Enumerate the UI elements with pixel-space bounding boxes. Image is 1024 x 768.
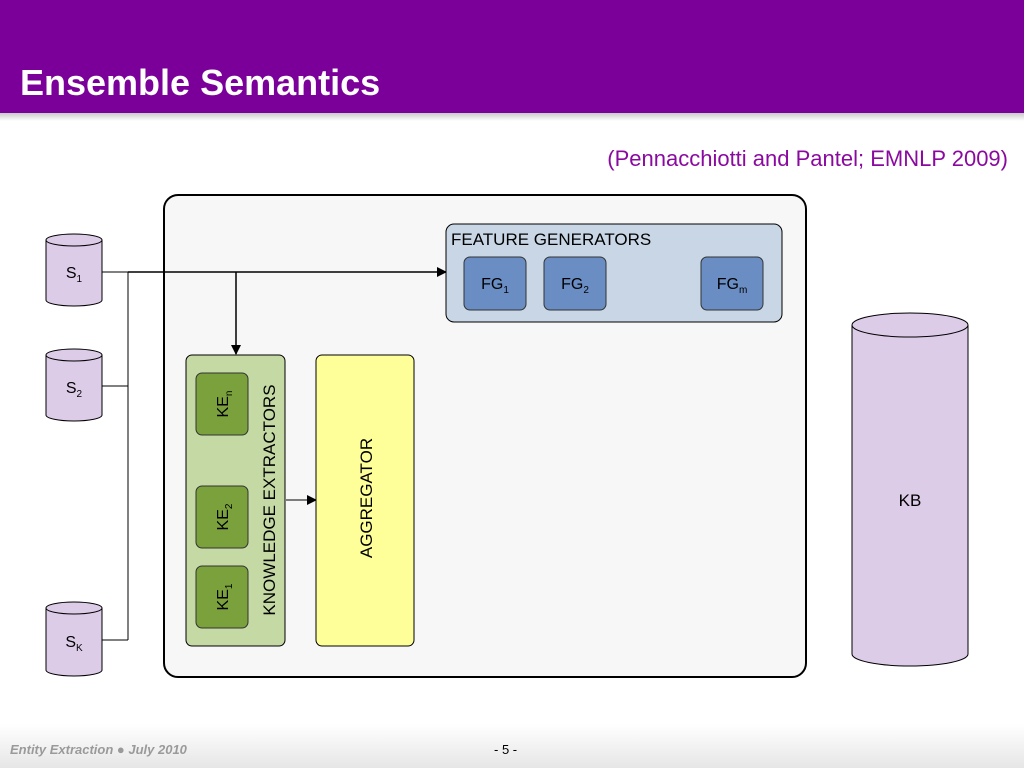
svg-text:KE2: KE2 — [215, 503, 235, 530]
knowledge-extractors-title: KNOWLEDGE EXTRACTORS — [260, 384, 279, 615]
slide-title: Ensemble Semantics — [20, 62, 381, 103]
source-connectors — [102, 271, 129, 641]
source-s1: S1 — [45, 233, 103, 307]
page-number: - 5 - — [494, 742, 518, 757]
svg-text:FG2: FG2 — [561, 276, 589, 296]
svg-text:KE1: KE1 — [215, 583, 235, 610]
fg-box-m: FGm — [700, 256, 764, 311]
aggregator-box: AGGREGATOR — [315, 354, 415, 647]
aggregator-label: AGGREGATOR — [357, 438, 376, 558]
kb-cylinder: KB — [851, 312, 969, 667]
fg-box-2: FG2 — [543, 256, 607, 311]
ke-box-n: KEn — [195, 372, 249, 436]
citation: (Pennacchiotti and Pantel; EMNLP 2009) — [607, 146, 1008, 171]
svg-text:KEn: KEn — [215, 391, 235, 418]
svg-text:FGm: FGm — [717, 276, 748, 296]
ke-box-1: KE1 — [195, 565, 249, 629]
feature-generators-panel: FEATURE GENERATORS FG1 FG2 FGm — [445, 223, 783, 323]
svg-text:FG1: FG1 — [481, 276, 509, 296]
feature-generators-title: FEATURE GENERATORS — [451, 230, 651, 249]
footer-text: Entity Extraction ● July 2010 — [10, 742, 187, 757]
source-label-s2: S2 — [66, 380, 83, 400]
knowledge-extractors-panel: KNOWLEDGE EXTRACTORS KEn KE2 KE1 — [185, 354, 286, 647]
source-s2: S2 — [45, 348, 103, 422]
source-label-sk: SK — [65, 634, 83, 654]
source-sk: SK — [45, 601, 103, 677]
footer-bar — [0, 724, 1024, 768]
header-bar — [0, 0, 1024, 113]
kb-label: KB — [899, 491, 922, 510]
ke-box-2: KE2 — [195, 485, 249, 549]
source-label-s1: S1 — [66, 265, 83, 285]
header-shadow — [0, 113, 1024, 121]
fg-box-1: FG1 — [463, 256, 527, 311]
